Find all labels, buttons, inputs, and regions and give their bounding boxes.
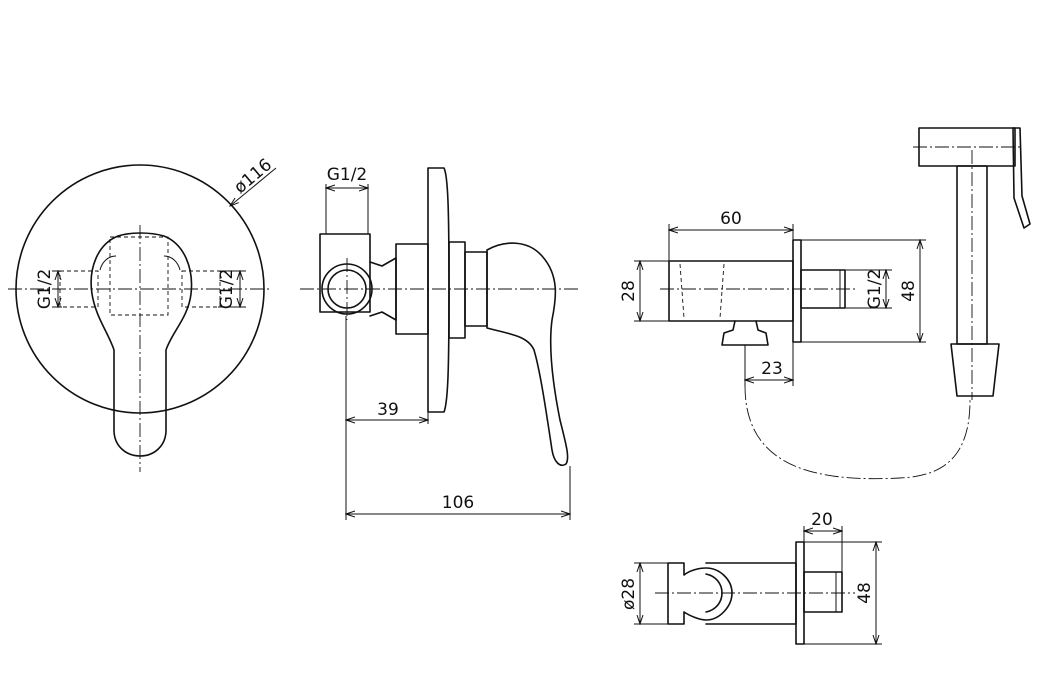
front-diameter-leader (230, 167, 277, 206)
elbow-outlet-nozzle (721, 320, 769, 346)
holder-width-label: 20 (811, 510, 833, 530)
elbow-outlet-label: 23 (761, 359, 783, 379)
elbow-body-taper-right (719, 263, 725, 319)
elbow-body-taper-left (679, 263, 685, 319)
shower-trigger (1012, 127, 1031, 229)
front-thread-left-label: G1/2 (35, 269, 55, 310)
side-total-label: 106 (442, 493, 474, 513)
holder-plate-label: 48 (855, 582, 875, 604)
holder-view: 20 ø28 48 (619, 510, 882, 644)
side-escutcheon-profile (427, 167, 450, 413)
side-inlet-elbow (319, 233, 371, 313)
elbow-body (668, 260, 794, 322)
front-diameter-label: ø116 (230, 155, 276, 198)
front-lever-handle (90, 232, 193, 457)
shower-hose-cone (950, 343, 1000, 397)
front-hidden-body (109, 236, 169, 316)
flexible-hose (744, 385, 971, 480)
side-thread-label: G1/2 (327, 165, 368, 185)
hand-shower (913, 127, 1031, 400)
elbow-wall-plate (792, 239, 802, 343)
elbow-height-label: 28 (619, 280, 639, 302)
elbow-view: 60 28 G1/2 48 23 (619, 209, 926, 386)
holder-bracket (705, 562, 797, 625)
elbow-plate-label: 48 (899, 280, 919, 302)
side-view: G1/2 39 106 (300, 165, 580, 520)
front-lever-mark-left (99, 255, 117, 271)
side-depth-label: 39 (377, 400, 399, 420)
holder-diameter-label: ø28 (619, 578, 639, 610)
holder-threaded-stub (803, 571, 843, 613)
front-thread-right-label: G1/2 (217, 269, 237, 310)
side-cartridge-cap (448, 241, 466, 339)
elbow-width-label: 60 (720, 209, 742, 229)
side-lever-profile (486, 242, 569, 466)
front-hidden-port-right (181, 270, 221, 308)
elbow-thread-label: G1/2 (865, 269, 885, 310)
front-view: G1/2 G1/2 ø116 (8, 155, 277, 472)
front-lever-mark-right (163, 255, 181, 271)
